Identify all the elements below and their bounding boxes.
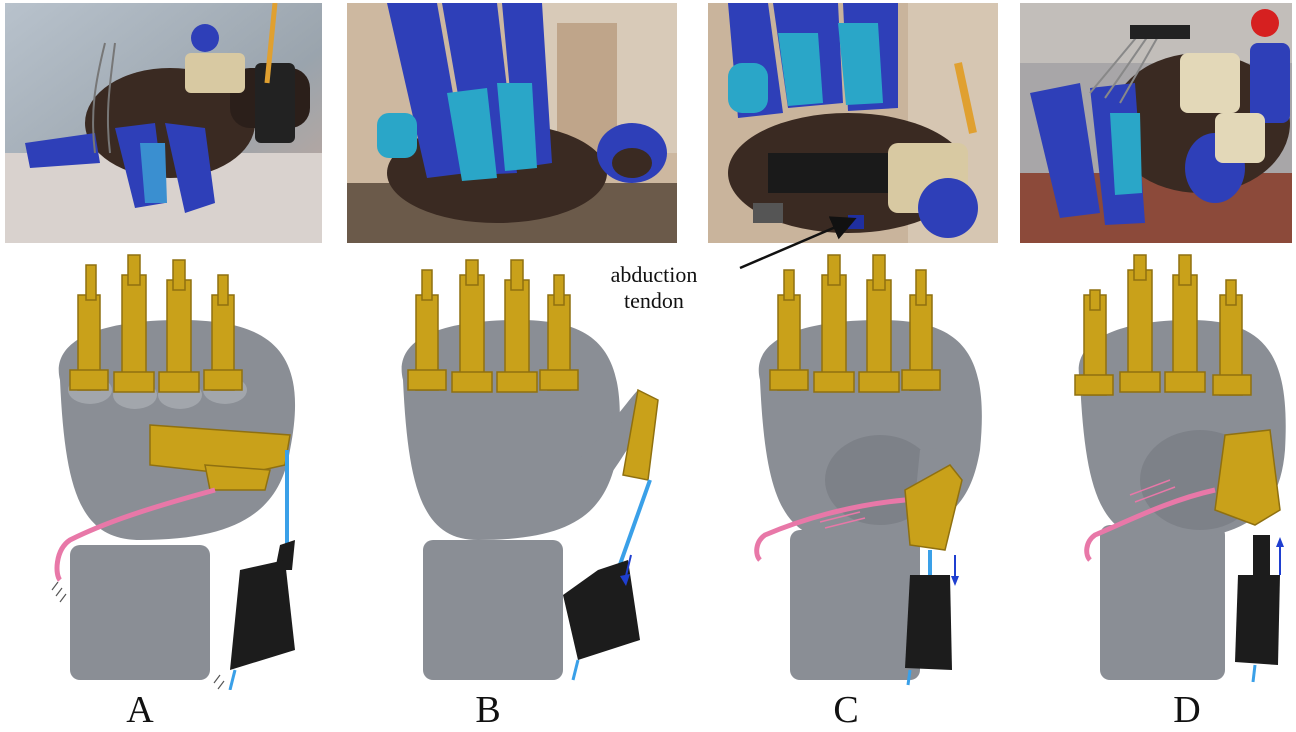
photo-panel-d [1020,3,1292,243]
panel-label-c: C [806,688,886,732]
panel-label-a: A [100,688,180,732]
photo-d-image [1020,3,1292,243]
photo-c-image [708,3,998,243]
render-panel-b [378,250,668,690]
photo-panel-c [708,3,998,243]
hand-render-c [740,250,1030,690]
hand-render-a [40,250,320,690]
photo-b-image [347,3,677,243]
photo-panel-a [5,3,322,243]
panel-label-b: B [448,688,528,732]
photo-panel-b [347,3,677,243]
render-panel-c [740,250,1030,690]
hand-render-b [378,250,668,690]
render-panel-a [40,250,320,690]
hand-render-d [1070,250,1292,690]
render-panel-d [1070,250,1292,690]
photo-a-image [5,3,322,243]
panel-label-d: D [1147,688,1227,732]
